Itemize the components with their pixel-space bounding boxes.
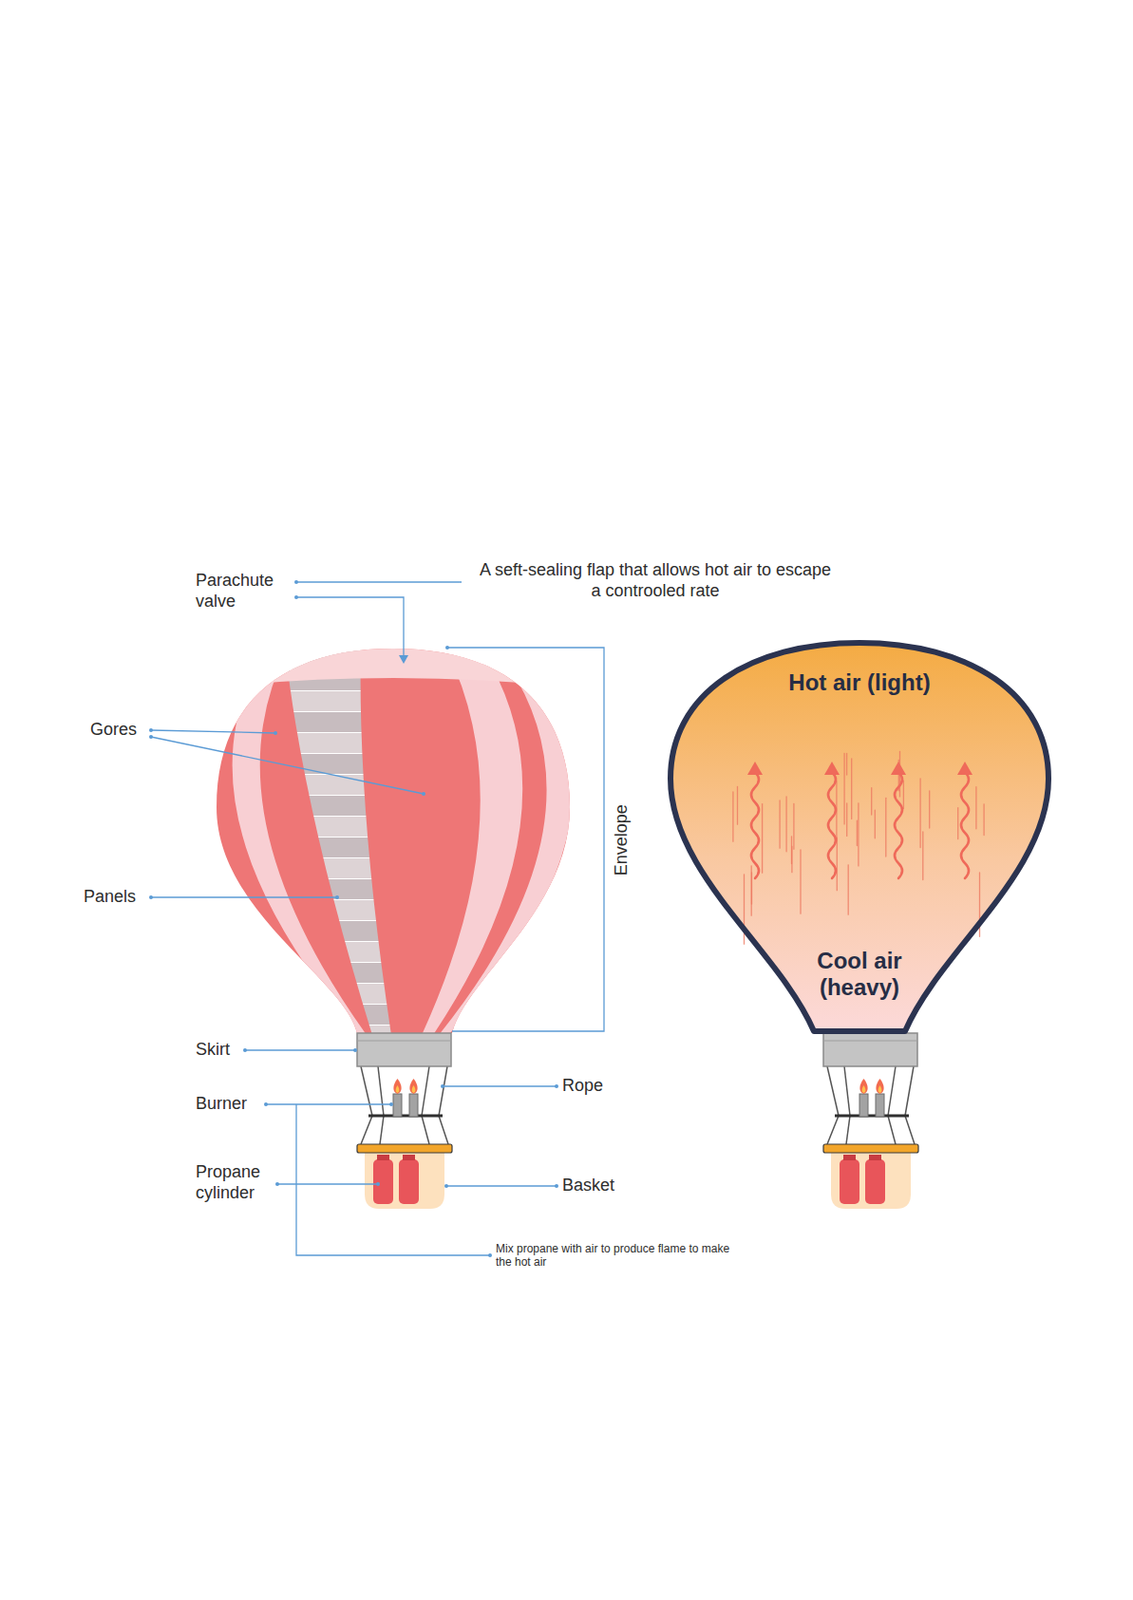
part-label: A seft-sealing flap that allows hot air … [474, 560, 836, 602]
part-label: Rope [562, 1076, 604, 1097]
part-label: Gores [90, 719, 137, 741]
part-label: Mix propane with air to produce flame to… [495, 1242, 734, 1270]
part-label: Panels [83, 887, 136, 908]
air-label: Cool air (heavy) [788, 947, 931, 1001]
part-label: Skirt [195, 1039, 230, 1061]
part-label: Basket [562, 1175, 615, 1197]
hot-air-envelope: Hot air (light) Cool air (heavy) [664, 636, 1055, 1036]
gondola-right [823, 1033, 919, 1209]
part-label: Burner [195, 1094, 247, 1115]
envelope [180, 569, 608, 1045]
gore-stripe [421, 645, 523, 1036]
air-label: Hot air (light) [788, 669, 931, 697]
panel-strip [284, 645, 392, 1036]
part-label: Parachute valve [195, 570, 301, 612]
gondola-left [357, 1033, 453, 1209]
leader-dots [149, 580, 559, 1258]
leader-lines [151, 582, 605, 1256]
parachute-valve-cap [180, 569, 608, 692]
gore-stripe [438, 645, 574, 1036]
bracket-label: Envelope [611, 804, 633, 876]
part-label: Propane cylinder [195, 1162, 286, 1204]
